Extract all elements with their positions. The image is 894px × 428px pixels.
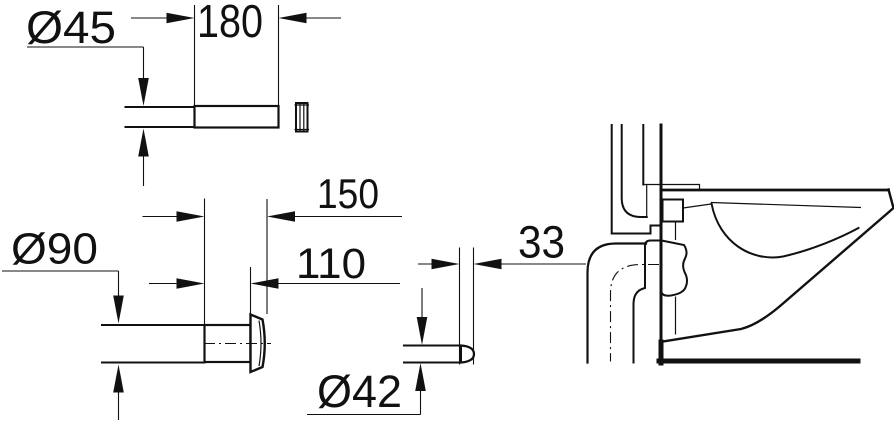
flush-bend-inner — [620, 124, 648, 218]
dim-label-offset-total: 150 — [317, 170, 379, 217]
arrowhead-up — [415, 363, 426, 391]
dimension-outlet-diameter: Ø42 — [307, 288, 428, 417]
extension-lines — [193, 5, 280, 106]
dim-label-plate-width: 180 — [197, 0, 263, 47]
arrowhead-up — [138, 128, 149, 157]
dimension-plate-width: 180 — [131, 0, 341, 106]
dim-label-inlet-pipe-dia: Ø45 — [26, 2, 116, 53]
gasket-ribs — [299, 104, 305, 131]
arrowhead-up — [113, 364, 124, 393]
arrowhead-left — [473, 258, 502, 270]
arrowhead-right — [176, 278, 205, 289]
leader-line — [27, 46, 145, 78]
drain-elbow-outer — [586, 242, 648, 364]
extension-lines — [203, 198, 268, 324]
arrowhead-down — [138, 78, 149, 106]
arrowhead-down — [113, 295, 124, 324]
outlet-spigot-view: 33 Ø42 — [307, 217, 586, 417]
inlet-channel-line — [682, 203, 712, 209]
dim-label-outlet-dia: Ø42 — [317, 366, 402, 417]
mounting-tab — [643, 183, 701, 190]
fitting-flange — [249, 312, 266, 374]
dimension-offset-body: 110 — [149, 240, 400, 314]
leader-line — [2, 270, 120, 296]
spigot-pipe — [403, 344, 462, 364]
toilet-section-view — [586, 123, 894, 366]
gasket-outline — [295, 102, 309, 133]
spigot-rounded-tip — [459, 344, 476, 364]
dim-label-flange-dia: Ø90 — [11, 225, 98, 274]
dim-label-spigot-projection: 33 — [518, 217, 565, 268]
arrowhead-right — [166, 12, 195, 24]
inlet-seal-hatched — [661, 198, 684, 223]
arrowhead-down — [416, 317, 428, 345]
outlet-pipe-outline — [101, 324, 206, 364]
dimension-offset-total: 150 — [142, 170, 402, 324]
arrowhead-left — [267, 211, 295, 222]
leader-line — [307, 391, 422, 416]
arrowhead-left — [278, 12, 307, 24]
dim-label-offset-body: 110 — [296, 240, 366, 288]
arrowhead-right — [431, 258, 460, 270]
gasket-caps — [294, 104, 309, 131]
arrowhead-left — [250, 278, 279, 289]
dimension-flange-diameter: Ø90 — [2, 225, 124, 420]
cover-plate — [193, 104, 280, 129]
bowl-outer-profile — [661, 188, 894, 343]
bowl-inner-curve — [710, 202, 860, 259]
dimension-spigot-projection: 33 — [418, 217, 586, 365]
gasket — [294, 102, 309, 133]
dimension-inlet-pipe-diameter: Ø45 — [26, 2, 149, 186]
outlet-seal-hatched — [660, 239, 688, 297]
rim-inner-edge — [710, 201, 862, 209]
arrowhead-right — [176, 211, 205, 222]
flush-pipe-view: 180 Ø45 — [26, 0, 341, 186]
flush-bend-outer — [610, 124, 662, 235]
drain-centerline — [609, 263, 659, 362]
outlet-fitting-view: Ø90 150 110 — [2, 170, 402, 420]
drain-socket-and-inner — [632, 239, 662, 364]
extension-lines — [458, 247, 475, 365]
flush-pipe-outline — [124, 106, 196, 128]
